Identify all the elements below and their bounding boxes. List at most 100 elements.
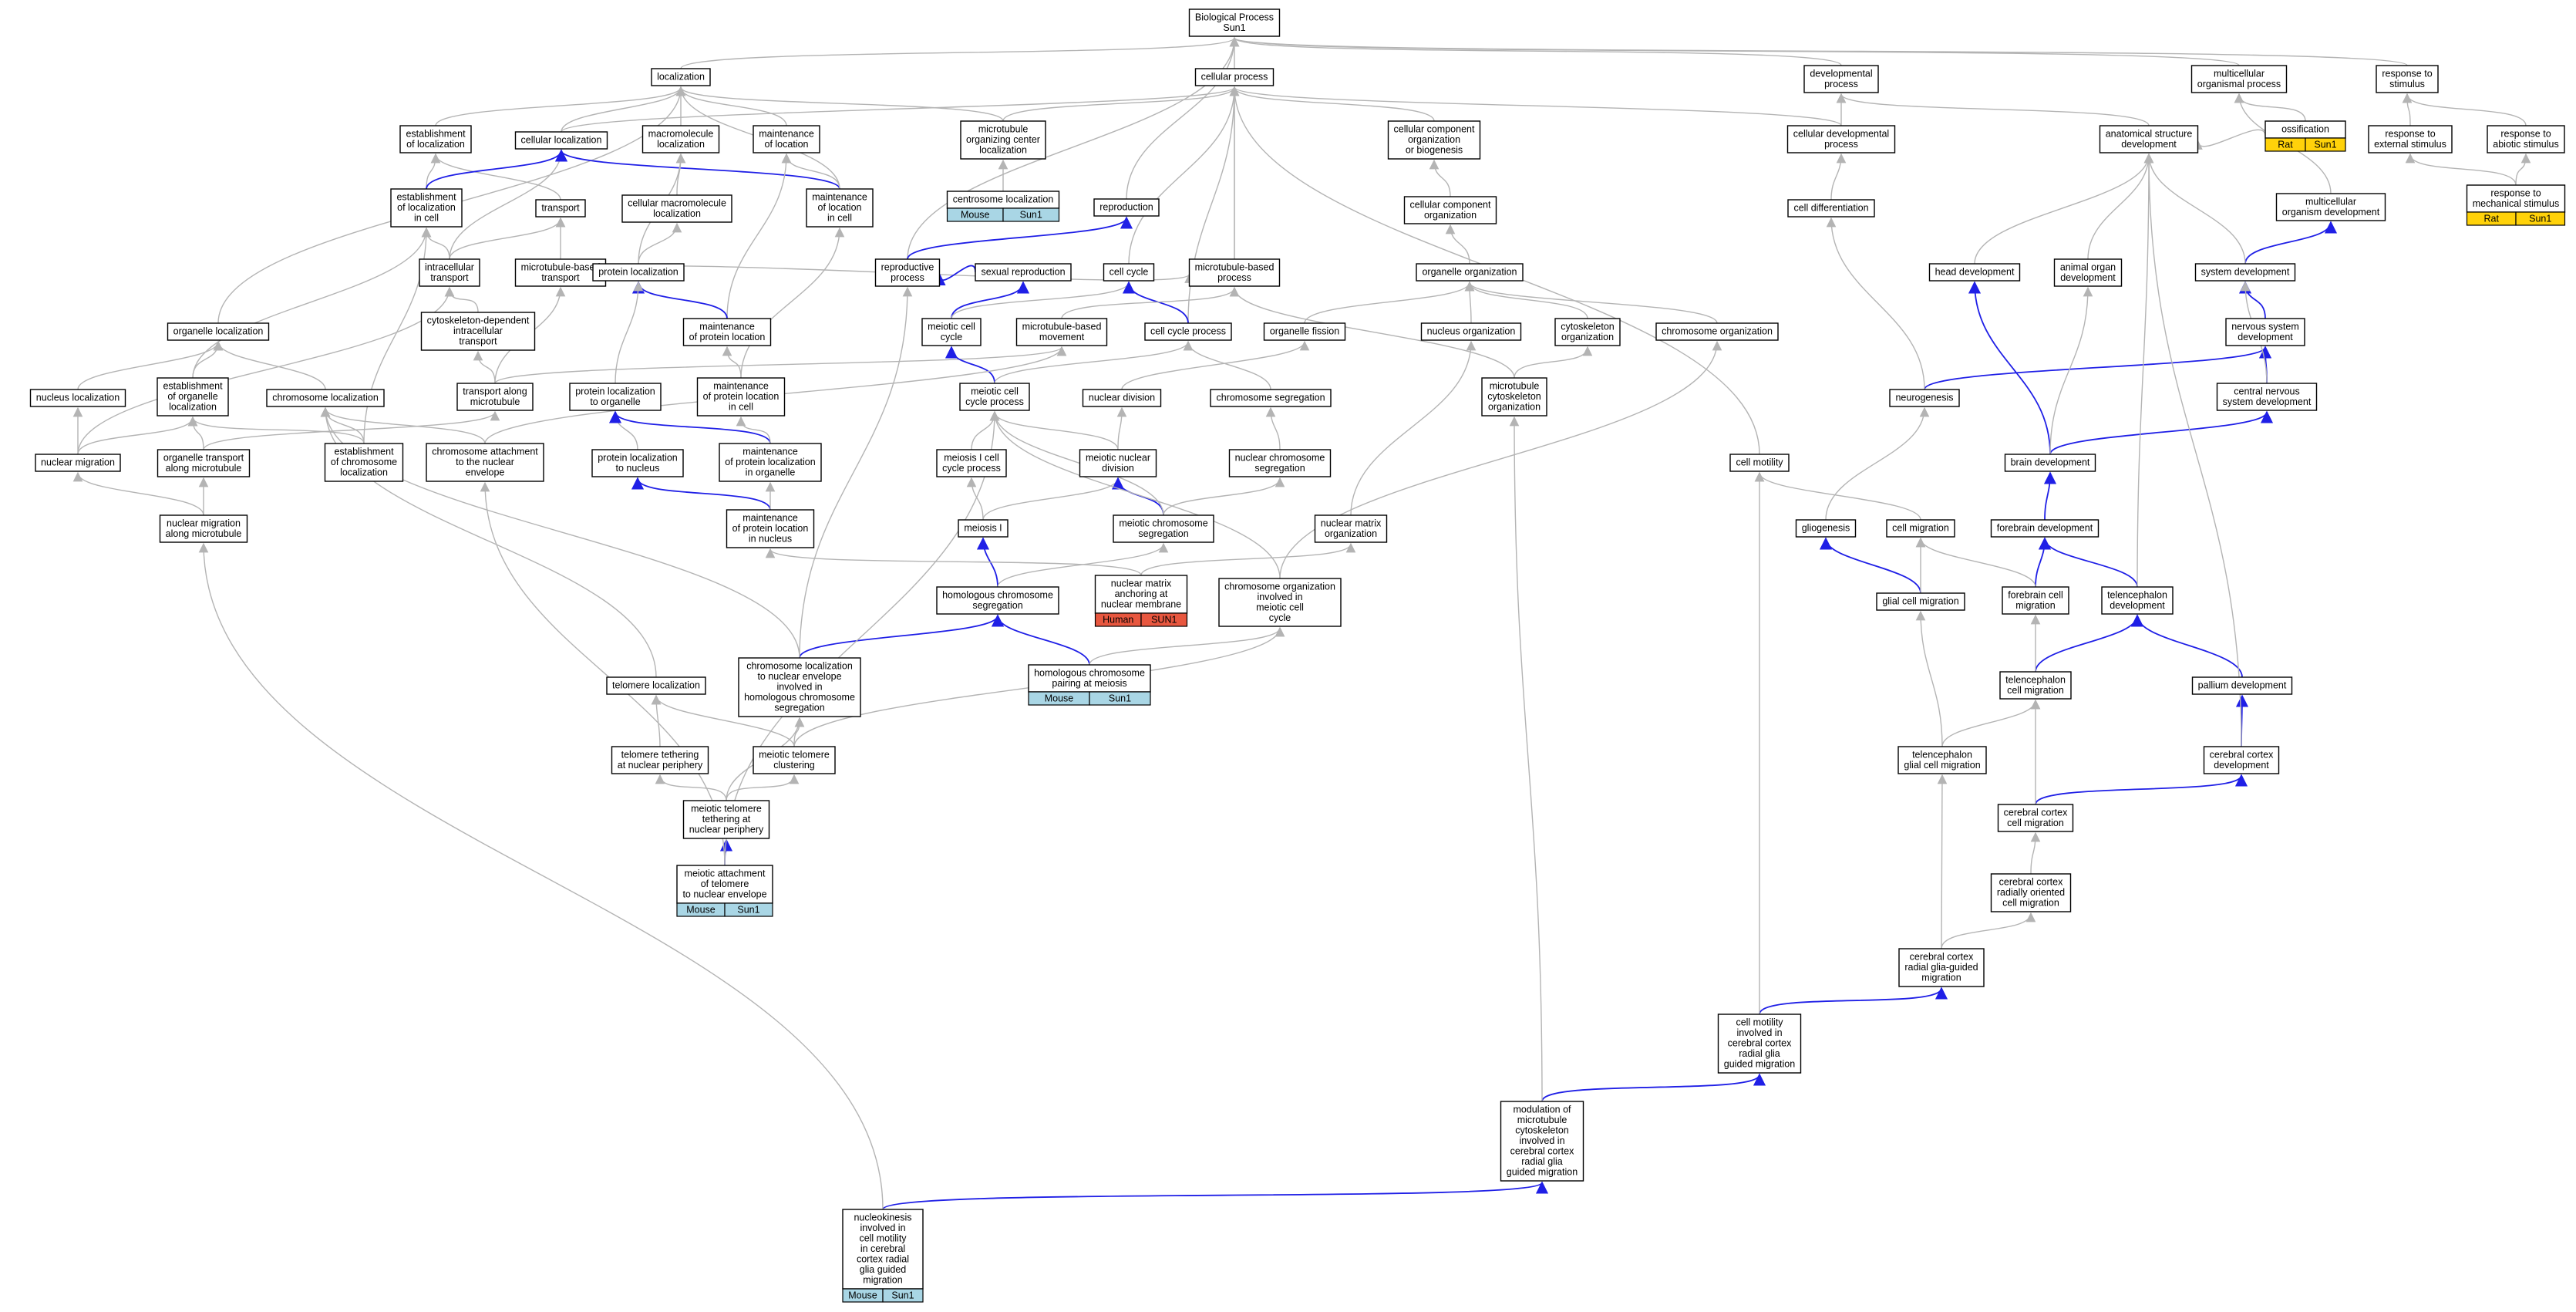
go-term-node-orgorg[interactable]: organelle organization	[1416, 263, 1524, 282]
go-term-node-nucorg[interactable]: nucleus organization	[1420, 322, 1522, 341]
go-term-node-cellmot[interactable]: cell motility	[1729, 454, 1790, 472]
go-term-node-braindev[interactable]: brain development	[2004, 454, 2096, 472]
go-term-node-loc[interactable]: localization	[651, 68, 711, 86]
go-term-node-sysdev[interactable]: system development	[2194, 263, 2296, 282]
go-term-node-cellmig[interactable]: cell migration	[1886, 519, 1955, 538]
go-term-node-chromloc[interactable]: chromosome localization	[266, 389, 385, 407]
go-term-node-neurogen[interactable]: neurogenesis	[1889, 389, 1960, 407]
go-term-node-chromseg[interactable]: chromosome segregation	[1210, 389, 1332, 407]
go-term-node-celldiff[interactable]: cell differentiation	[1787, 199, 1875, 218]
go-term-node-nucmig[interactable]: nuclear migration	[35, 454, 121, 472]
go-term-node-ccp[interactable]: cell cycle process	[1144, 322, 1232, 341]
go-term-node-cellcycle[interactable]: cell cycle	[1103, 263, 1155, 282]
go-term-node-telloc[interactable]: telomere localization	[606, 676, 706, 695]
go-term-node-nucloc[interactable]: nucleus localization	[29, 389, 126, 407]
go-term-node-transport[interactable]: transport	[535, 199, 586, 218]
go-term-node-cdict[interactable]: cytoskeleton-dependentintracellulartrans…	[420, 312, 536, 351]
go-term-node-cp[interactable]: cellular process	[1194, 68, 1275, 86]
go-term-node-protloc[interactable]: protein localization	[592, 263, 685, 282]
go-term-node-repro[interactable]: reproduction	[1093, 198, 1160, 217]
go-term-node-sexrep[interactable]: sexual reproduction	[975, 263, 1072, 282]
go-term-node-orgloc[interactable]: organelle localization	[167, 322, 270, 341]
go-term-node-orgfis[interactable]: organelle fission	[1263, 322, 1346, 341]
go-term-node-glialmig[interactable]: glial cell migration	[1876, 592, 1965, 611]
go-term-node-gliogen[interactable]: gliogenesis	[1795, 519, 1857, 538]
go-term-node-chromorg[interactable]: chromosome organization	[1655, 322, 1779, 341]
go-term-node-nucdiv[interactable]: nuclear division	[1082, 389, 1162, 407]
go-term-node-forebrain[interactable]: forebrain development	[1990, 519, 2100, 538]
go-term-node-headdev[interactable]: head development	[1928, 263, 2021, 282]
go-term-node-mmco[interactable]: modulation ofmicrotubulecytoskeletoninvo…	[1500, 1101, 1584, 1182]
go-term-node-meiosis1[interactable]: meiosis I	[958, 519, 1009, 538]
